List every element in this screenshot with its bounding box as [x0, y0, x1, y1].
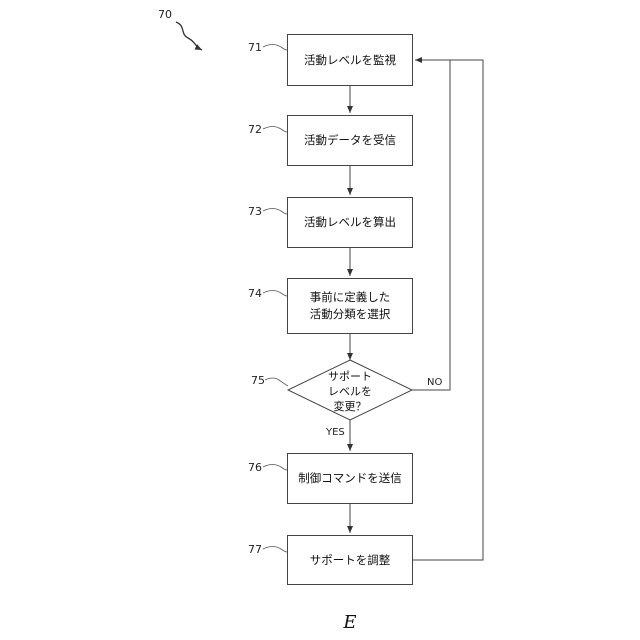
step-label: サポートを調整: [310, 552, 391, 569]
leader-71: [263, 45, 287, 51]
leader-75: [265, 378, 288, 386]
decision-line2: レベルを: [300, 384, 400, 399]
figure-ref-number: 70: [158, 8, 172, 21]
leader-76: [263, 465, 287, 471]
yes-label: YES: [326, 427, 345, 438]
step-label: 制御コマンドを送信: [298, 470, 402, 487]
decision-ref-75: 75: [251, 374, 265, 387]
no-label: NO: [427, 377, 442, 388]
step-label: 活動レベルを監視: [304, 52, 396, 69]
leader-77: [263, 547, 287, 553]
step-box-send-command: 制御コマンドを送信: [287, 453, 413, 504]
decision-line1: サポート: [300, 369, 400, 384]
decision-text: サポート レベルを 変更？: [300, 369, 400, 414]
step-label-line1: 事前に定義した: [310, 289, 391, 306]
leader-72: [263, 127, 287, 133]
step-label-line2: 活動分類を選択: [310, 306, 391, 323]
step-label: 活動データを受信: [304, 132, 396, 149]
decision-line3: 変更？: [300, 399, 400, 414]
step-box-select-classification: 事前に定義した 活動分類を選択: [287, 278, 413, 334]
step-box-calculate-level: 活動レベルを算出: [287, 197, 413, 248]
step-ref-76: 76: [248, 461, 262, 474]
step-box-receive-data: 活動データを受信: [287, 115, 413, 166]
step-ref-72: 72: [248, 123, 262, 136]
no-loop-line: [412, 60, 450, 390]
figure-ref-arrow: [176, 22, 202, 50]
step-label: 活動レベルを算出: [304, 214, 396, 231]
step-ref-71: 71: [248, 41, 262, 54]
step-box-adjust-support: サポートを調整: [287, 535, 413, 585]
figure-caption: E: [330, 612, 370, 633]
step-ref-77: 77: [248, 543, 262, 556]
leader-74: [263, 291, 287, 297]
leader-73: [263, 209, 287, 215]
step-ref-74: 74: [248, 287, 262, 300]
feedback-loop-line: [413, 60, 483, 560]
step-ref-73: 73: [248, 205, 262, 218]
step-box-monitor-activity: 活動レベルを監視: [287, 34, 413, 86]
